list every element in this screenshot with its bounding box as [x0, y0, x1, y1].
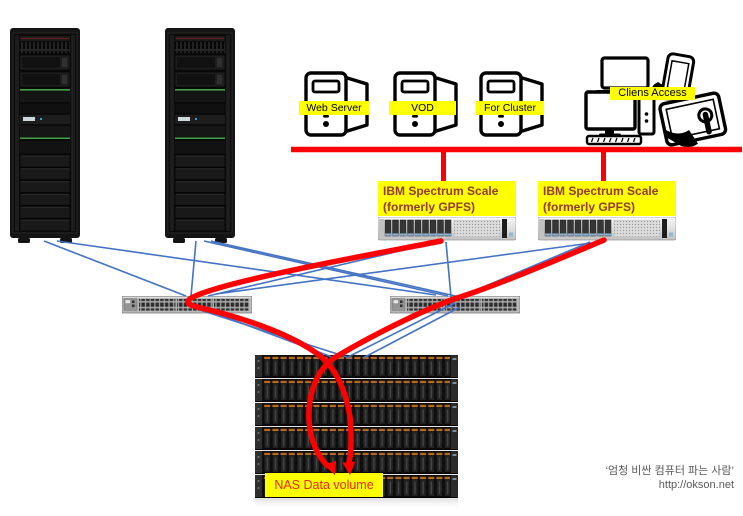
clients-access-label: Cliens Access — [610, 87, 695, 100]
for-cluster-label: For Cluster — [476, 101, 544, 115]
spectrum-scale-left-label: IBM Spectrum Scale (formerly GPFS) — [378, 181, 516, 216]
credit-block: ‘엄청 비싼 컴퓨터 파는 사람’ http://okson.net — [606, 464, 734, 492]
desktop-pc-icon — [584, 90, 656, 146]
credit-caption: ‘엄청 비싼 컴퓨터 파는 사람’ — [605, 465, 734, 477]
web-server-label: Web Server — [299, 101, 369, 115]
clients-device-group — [584, 52, 728, 147]
spectrum-scale-left-line2: (formerly GPFS) — [383, 200, 476, 214]
credit-url: http://okson.net — [658, 479, 734, 491]
nas-data-volume-text: NAS Data volume — [274, 478, 373, 492]
spectrum-scale-right-server-icon — [538, 217, 676, 240]
nas-storage-array-icon — [255, 355, 458, 509]
data-path-right — [306, 237, 607, 469]
spectrum-scale-right-label: IBM Spectrum Scale (formerly GPFS) — [538, 181, 676, 216]
red-network-paths — [185, 146, 742, 475]
spectrum-scale-right-line1: IBM Spectrum Scale — [543, 184, 659, 198]
spectrum-scale-left-line1: IBM Spectrum Scale — [383, 184, 499, 198]
data-path-left — [185, 238, 444, 465]
server-rack-left-icon — [10, 28, 80, 243]
arrow-down-left-icon — [324, 460, 337, 475]
arrow-down-right-icon — [342, 461, 356, 475]
server-rack-right-icon — [165, 28, 235, 243]
nas-data-volume-label: NAS Data volume — [265, 473, 383, 497]
vod-label: VOD — [389, 101, 456, 115]
tablet-touch-icon — [658, 91, 728, 147]
spectrum-scale-right-line2: (formerly GPFS) — [543, 200, 636, 214]
spectrum-scale-left-server-icon — [378, 217, 516, 240]
